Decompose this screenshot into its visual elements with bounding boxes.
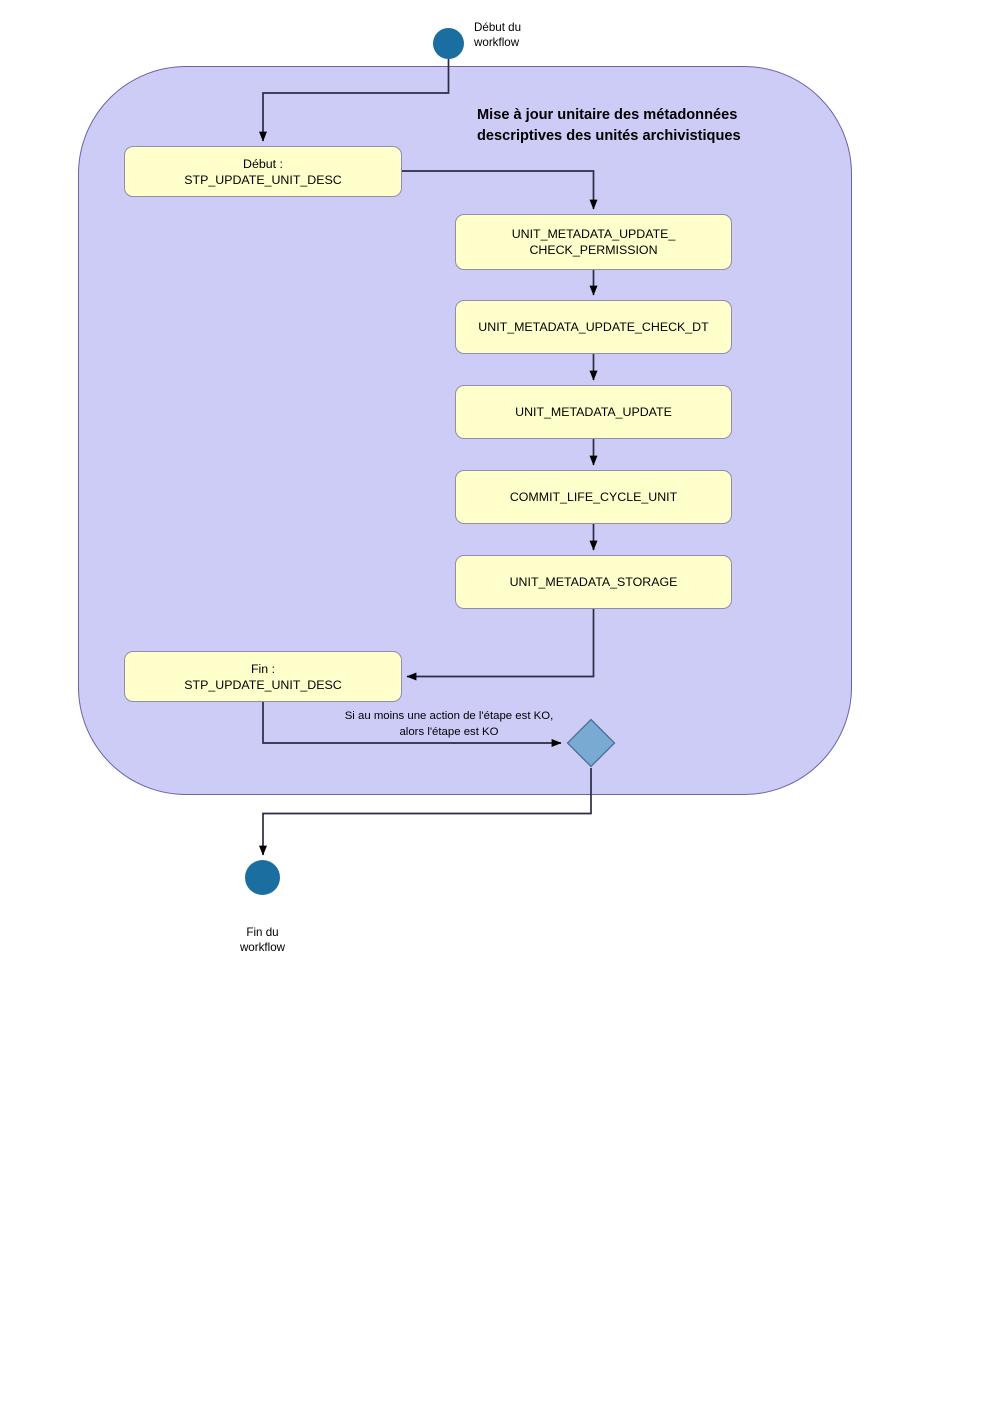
ko-decision-diamond[interactable] — [566, 718, 616, 768]
edge-end-step-to-decision — [262, 702, 562, 747]
end-node — [245, 860, 280, 895]
edge-decision-to-end — [259, 768, 592, 856]
start-node-label: Début du workflow — [474, 21, 522, 49]
action-box-commit-life-cycle-unit[interactable]: COMMIT_LIFE_CYCLE_UNIT — [455, 470, 732, 524]
step-begin-box[interactable]: Début : STP_UPDATE_UNIT_DESC — [124, 146, 402, 197]
step-end-box[interactable]: Fin : STP_UPDATE_UNIT_DESC — [124, 651, 402, 702]
ko-condition-label: Si au moins une action de l'étape est KO… — [344, 710, 554, 738]
start-node — [433, 28, 464, 59]
workflow-title: Mise à jour unitaire des métadonnées des… — [477, 107, 741, 144]
edge-start-to-begin — [259, 59, 450, 142]
action-box-unit-metadata-update-check-permission[interactable]: UNIT_METADATA_UPDATE_ CHECK_PERMISSION — [455, 214, 732, 270]
edge-begin-to-a1 — [402, 170, 598, 210]
edge-a5-to-end-step — [406, 609, 595, 681]
end-node-label: Fin du workflow — [239, 926, 286, 954]
action-box-unit-metadata-storage[interactable]: UNIT_METADATA_STORAGE — [455, 555, 732, 609]
action-box-unit-metadata-update-check-dt[interactable]: UNIT_METADATA_UPDATE_CHECK_DT — [455, 300, 732, 354]
action-box-unit-metadata-update[interactable]: UNIT_METADATA_UPDATE — [455, 385, 732, 439]
